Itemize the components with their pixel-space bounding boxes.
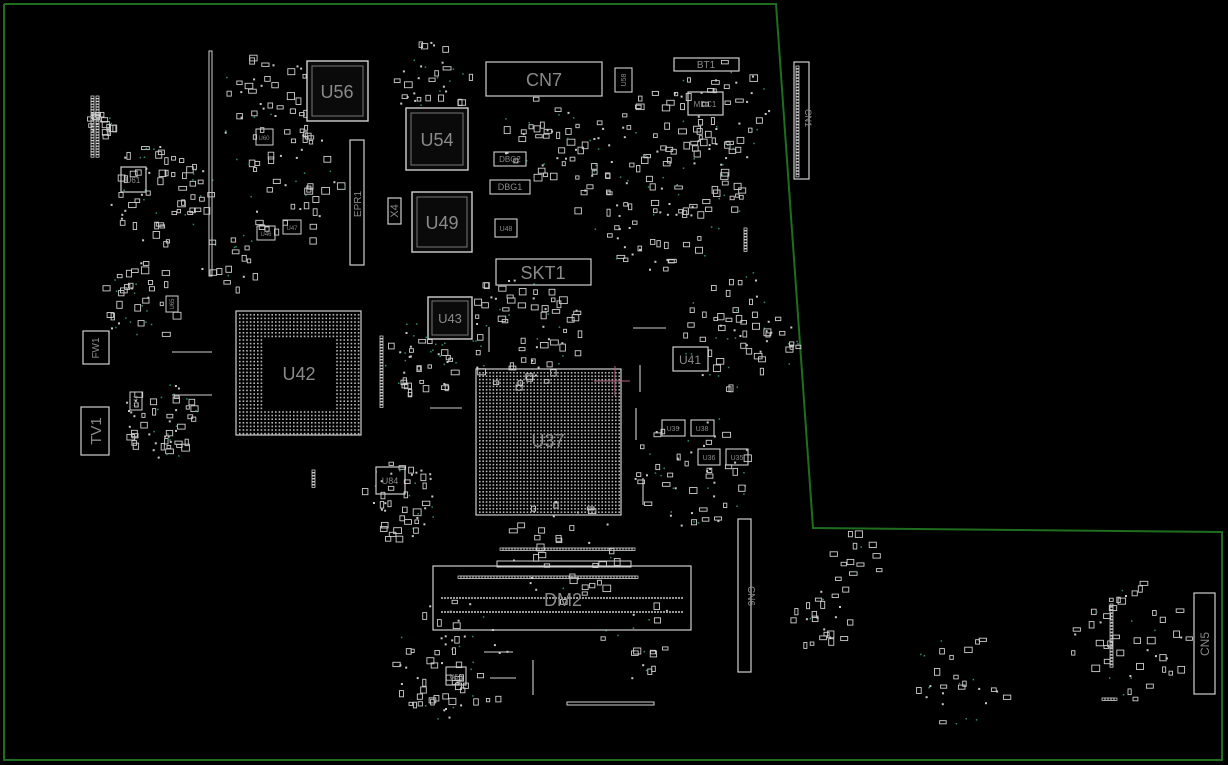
component-u54[interactable]: U54 [405, 107, 469, 171]
u65-label: U65 [170, 298, 176, 310]
cn5-label: CN5 [1198, 632, 1212, 656]
board-outline [3, 3, 1223, 761]
u41-label: U41 [679, 353, 701, 367]
cn7-label: CN7 [526, 70, 562, 90]
component-u46[interactable]: U46 [256, 225, 276, 241]
cn6-label: CN6 [745, 586, 756, 606]
u39-label: U39 [667, 426, 680, 433]
component-u60[interactable]: U60 [255, 128, 274, 146]
mdc1-label: MDC1 [694, 100, 717, 109]
u37-label: U37 [531, 431, 564, 451]
component-u39[interactable]: U39 [661, 419, 686, 437]
component-tv1[interactable]: TV1 [80, 406, 110, 456]
component-u44[interactable]: U44 [129, 391, 143, 411]
component-cn1[interactable]: CN1 [793, 61, 813, 180]
u38-label: U38 [696, 426, 709, 433]
component-u42[interactable]: U42 [235, 310, 362, 436]
bt1-label: BT1 [697, 60, 716, 71]
u43-label: U43 [438, 311, 462, 326]
component-u43[interactable]: U43 [427, 296, 473, 340]
u84-label: U84 [382, 476, 399, 486]
dm2-contacts [496, 560, 632, 568]
component-u41[interactable]: U41 [672, 346, 709, 372]
component-u47[interactable]: U47 [282, 219, 302, 235]
component-u58[interactable]: U58 [614, 67, 633, 93]
u56-label: U56 [320, 82, 353, 102]
component-dm2[interactable]: DM2 [432, 565, 692, 631]
dm2-label: DM2 [544, 590, 582, 610]
component-cn7[interactable]: CN7 [485, 61, 603, 97]
skt1-label: SKT1 [520, 263, 565, 283]
component-fw1[interactable]: FW1 [82, 330, 110, 365]
epr1-label: EPR1 [353, 191, 364, 218]
fw1-label: FW1 [91, 337, 102, 359]
u47-label: U47 [286, 226, 298, 232]
u60-label: U60 [258, 136, 270, 142]
small-parts-layer [87, 41, 1193, 725]
component-u48[interactable]: U48 [494, 218, 518, 238]
component-u65[interactable]: U65 [165, 295, 179, 313]
u58-label: U58 [621, 73, 628, 86]
tv1-label: TV1 [88, 417, 105, 445]
component-u37[interactable]: U37 [475, 366, 630, 516]
u36-label: U36 [703, 455, 716, 462]
component-u36[interactable]: U36 [697, 448, 721, 466]
x4-label: X4 [389, 204, 401, 217]
component-u38[interactable]: U38 [690, 419, 715, 437]
dbg2-label: DBG2 [499, 155, 521, 164]
u49-label: U49 [425, 213, 458, 233]
component-epr1[interactable]: EPR1 [349, 139, 365, 266]
u35-label: U35 [731, 455, 744, 462]
component-dbg1[interactable]: DBG1 [489, 179, 531, 195]
component-cn5[interactable]: CN5 [1193, 592, 1216, 695]
u53-label: U53 [450, 674, 463, 681]
component-cn6[interactable]: CN6 [737, 518, 756, 673]
u44-label: U44 [134, 395, 140, 407]
component-bt1[interactable]: BT1 [673, 57, 740, 72]
dbg1-label: DBG1 [498, 182, 523, 192]
u46-label: U46 [260, 232, 272, 238]
u37-ball-grid [479, 372, 620, 513]
component-mdc1[interactable]: MDC1 [687, 91, 724, 116]
component-u61[interactable]: U61 [120, 166, 147, 193]
long-strip-left [208, 50, 213, 277]
header-row-top [566, 701, 655, 706]
component-x4[interactable]: X4 [387, 197, 402, 225]
component-dbg2[interactable]: DBG2 [493, 151, 527, 167]
component-u56[interactable]: U56 [306, 60, 369, 122]
u54-label: U54 [420, 130, 453, 150]
component-skt1[interactable]: SKT1 [495, 258, 592, 286]
component-u35[interactable]: U35 [725, 448, 749, 466]
u42-ball-grid [239, 314, 360, 435]
component-u84[interactable]: U84 [375, 466, 406, 495]
component-u53[interactable]: U53 [445, 666, 467, 686]
u61-label: U61 [126, 176, 141, 185]
u48-label: U48 [500, 226, 513, 233]
component-u49[interactable]: U49 [411, 191, 473, 253]
u42-label: U42 [282, 364, 315, 384]
cn1-label: CN1 [803, 109, 813, 127]
